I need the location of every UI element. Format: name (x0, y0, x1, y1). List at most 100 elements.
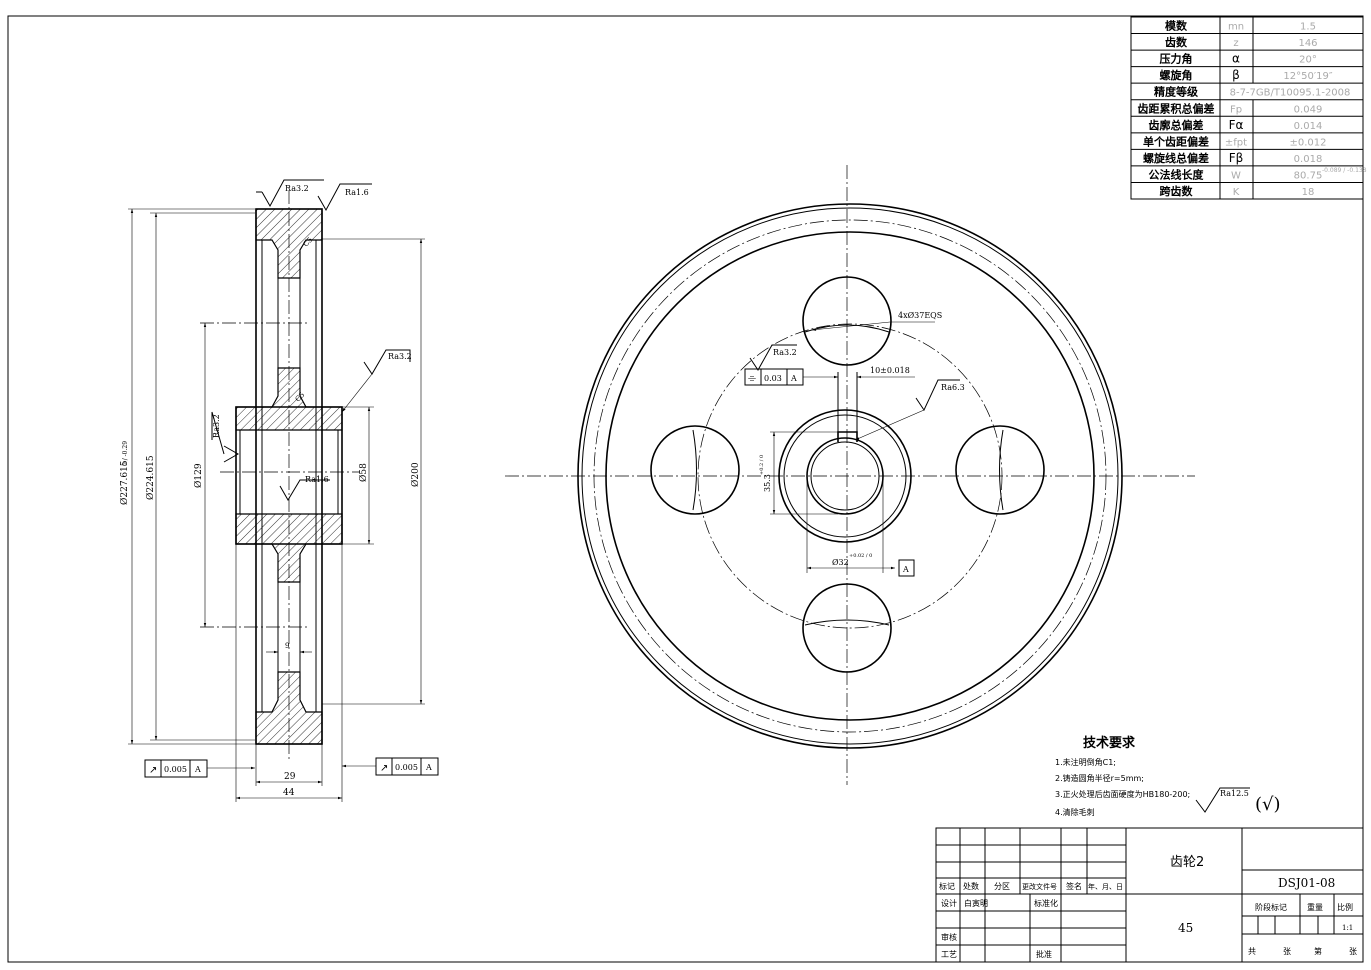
svg-text:0.005: 0.005 (164, 765, 187, 774)
svg-text:↗: ↗ (380, 763, 388, 774)
tip-diameter-tol: 0 / -0.29 (122, 441, 129, 466)
hub-width-dim: 44 (283, 788, 295, 798)
face-width-dim: 29 (284, 772, 296, 782)
param-value-8: 0.018 (1294, 154, 1323, 165)
param-value-0: 1.5 (1300, 22, 1316, 33)
standard-label: 标准化 (1034, 898, 1058, 908)
param-name-10: 跨齿数 (1160, 184, 1194, 198)
hub-outer-circle (778, 409, 912, 543)
sheet-number-label: 第 (1314, 946, 1322, 956)
param-name-3: 螺旋角 (1160, 68, 1193, 82)
rev-header-count: 处数 (963, 881, 979, 891)
section-view: Ø227.615 0 / -0.29 Ø224.615 Ø129 Ø200 Ø5… (119, 179, 439, 802)
param-name-8: 螺旋线总偏差 (1143, 151, 1209, 165)
svg-text:Ra6.3: Ra6.3 (941, 383, 965, 392)
sheets-unit-label: 张 (1283, 947, 1291, 956)
roughness-symbol-bore: Ra1.6 (279, 475, 330, 501)
roughness-symbol-bore-left: Ra3.2 (211, 411, 240, 463)
sheet-unit-label: 张 (1349, 947, 1357, 956)
svg-text:A: A (194, 765, 201, 774)
bore-diameter-dim: Ø58 (358, 463, 369, 482)
weight-label: 重量 (1307, 902, 1323, 912)
keyway-width-dim: 10±0.018 (870, 366, 910, 375)
sheets-total-label: 共 (1248, 947, 1256, 956)
svg-text:Ra3.2: Ra3.2 (212, 414, 221, 438)
svg-text:Ra1.6: Ra1.6 (305, 475, 329, 484)
keyway-extension (837, 372, 858, 442)
tip-circle (577, 203, 1123, 749)
tech-req-item-1: 1.未注明倒角C1; (1055, 757, 1116, 767)
runout-tolerance-left: ↗ 0.005 A (144, 759, 255, 778)
datum-a-label: A (902, 565, 909, 574)
param-value-5: 0.049 (1294, 104, 1323, 115)
root-circle (581, 207, 1119, 745)
param-name-9: 公法线长度 (1149, 167, 1205, 181)
roughness-symbol-top-right: Ra1.6 (317, 183, 372, 212)
param-name-6: 齿廓总偏差 (1149, 118, 1204, 132)
technical-requirements: 技术要求 1.未注明倒角C1; 2.铸造圆角半径r=5mm; 3.正火处理后齿面… (1055, 735, 1281, 817)
bore-front-tol: +0.02 / 0 (849, 553, 872, 559)
tech-req-item-2: 2.铸造圆角半径r=5mm; (1055, 773, 1144, 783)
part-name: 齿轮2 (1170, 855, 1204, 870)
stage-label: 阶段标记 (1255, 902, 1287, 912)
param-value-1: 146 (1298, 38, 1317, 49)
svg-text:(√): (√) (1255, 794, 1281, 815)
param-value-9: 80.75 (1294, 170, 1323, 181)
param-symbol-1: z (1233, 38, 1238, 49)
tech-req-title: 技术要求 (1083, 735, 1136, 751)
keyway-depth-dim: 35.3 (763, 474, 772, 492)
hole-pcd-circle (697, 323, 1003, 629)
svg-text:A: A (790, 374, 797, 383)
svg-text:Ra3.2: Ra3.2 (285, 184, 309, 193)
drawing-border (7, 15, 1364, 963)
svg-text:Ra1.6: Ra1.6 (345, 188, 369, 197)
rev-header-mark: 标记 (939, 881, 955, 891)
param-value-6: 0.014 (1294, 121, 1323, 132)
param-symbol-7: ±fpt (1225, 137, 1247, 148)
tech-req-item-4: 4.清除毛刺 (1055, 807, 1095, 817)
keyway (837, 431, 858, 442)
svg-text:A: A (425, 763, 432, 772)
rev-header-zone: 分区 (994, 882, 1010, 891)
rev-header-date: 年、月、日 (1088, 882, 1123, 891)
svg-text:Ra3.2: Ra3.2 (388, 352, 412, 361)
symmetry-tolerance: Ra3.2 ⌯ 0.03 A (744, 344, 838, 386)
param-symbol-0: mn (1228, 22, 1244, 33)
hub-chamfer-circle (783, 414, 907, 538)
param-value-2: 20° (1299, 55, 1317, 66)
param-symbol-10: K (1233, 187, 1240, 198)
param-value-3: 12°50′19″ (1283, 71, 1332, 82)
svg-text:Ra3.2: Ra3.2 (773, 348, 797, 357)
design-label: 设计 (941, 898, 957, 908)
hole-top (802, 276, 892, 366)
approve-label: 批准 (1036, 949, 1052, 959)
datum-a-box (898, 559, 915, 577)
svg-text:0.03: 0.03 (764, 374, 782, 383)
scale-value: 1:1 (1342, 924, 1353, 932)
bore-chamfer-circle (810, 441, 880, 511)
param-name-4: 精度等级 (1154, 85, 1199, 99)
roughness-bore-front: Ra6.3 (854, 379, 965, 441)
tip-diameter-dim: Ø227.615 (119, 460, 130, 505)
title-block: 标记 处数 分区 更改文件号 签名 年、月、日 设计 白寅明 标准化 审核 工艺… (935, 827, 1364, 963)
hub-diameter-dim: Ø129 (193, 463, 204, 488)
drawing-number: DSJ01-08 (1278, 876, 1335, 890)
rim-inner-circle (605, 231, 1095, 721)
param-name-7: 单个齿距偏差 (1143, 134, 1209, 148)
param-value-10: 18 (1302, 187, 1315, 198)
rev-header-sign: 签名 (1066, 881, 1082, 891)
designer-name: 白寅明 (964, 898, 988, 908)
web-diameter-dim: Ø200 (410, 462, 421, 487)
roughness-symbol-hub: Ra3.2 (341, 349, 412, 413)
web-thickness-dim: 9 (285, 642, 289, 650)
rev-header-doc: 更改文件号 (1022, 882, 1057, 891)
tech-req-item-3: 3.正火处理后齿面硬度为HB180-200; (1055, 789, 1190, 799)
hole-left (650, 425, 740, 515)
param-symbol-2: α (1232, 52, 1240, 66)
param-value-7: ±0.012 (1289, 137, 1326, 148)
front-view: 4xØ37EQS Ra3.2 ⌯ 0.03 A 10±0.018 Ra6.3 3… (505, 165, 1195, 785)
param-symbol-4: 8-7-7GB/T10095.1-2008 (1230, 88, 1351, 99)
bore-front-dim: Ø32 (832, 558, 849, 567)
